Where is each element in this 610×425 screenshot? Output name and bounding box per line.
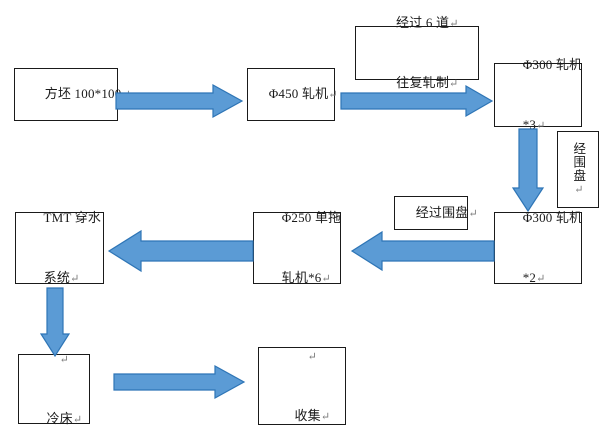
six-pass-note-line-2: 往复轧制 xyxy=(396,75,450,91)
pilcrow-icon: ↵ xyxy=(307,350,318,363)
arrow-mill300x3-to-mill300x2 xyxy=(511,128,545,213)
mill-450-box[interactable]: Φ450 轧机↵ xyxy=(247,68,338,121)
loop-coiler-vertical-text: 经围盘 xyxy=(571,142,586,183)
mill-250-line-2: 轧机*6 xyxy=(281,270,322,286)
mill-300-x2-line-1: Φ300 轧机 xyxy=(522,209,583,225)
pilcrow-icon: ↵ xyxy=(59,353,70,366)
six-pass-note-box[interactable]: 经过 6 道↵ 往复轧制↵ xyxy=(355,15,479,90)
tmt-water-cooling-box[interactable]: TMT 穿水 系统↵ xyxy=(15,209,104,286)
pilcrow-icon: ↵ xyxy=(70,273,80,286)
loop-coiler-vertical-note-box[interactable]: 经围盘↵ xyxy=(557,131,599,208)
through-loop-coiler-text: 经过围盘 xyxy=(415,204,469,220)
pilcrow-icon: ↵ xyxy=(536,273,546,286)
pilcrow-icon: ↵ xyxy=(468,207,478,220)
mill-300-x2-line-2: *2 xyxy=(522,270,537,286)
mill-300-x3-line-1: Φ300 轧机 xyxy=(522,56,583,72)
tmt-line-1: TMT 穿水 xyxy=(43,209,102,225)
pilcrow-icon: ↵ xyxy=(72,414,83,425)
tmt-line-2: 系统 xyxy=(43,270,71,286)
collection-text: 收集 xyxy=(294,408,321,424)
pilcrow-icon: ↵ xyxy=(449,78,459,91)
pilcrow-icon: ↵ xyxy=(320,411,331,424)
pilcrow-icon: ↵ xyxy=(536,120,546,133)
arrow-mill450-to-mill300x3 xyxy=(340,84,494,118)
cooling-bed-text: 冷床 xyxy=(46,411,73,425)
pilcrow-icon: ↵ xyxy=(449,17,459,30)
six-pass-note-line-1: 经过 6 道 xyxy=(396,14,450,30)
mill-250-single-drive-box[interactable]: Φ250 单拖 轧机*6↵ xyxy=(253,209,342,286)
arrow-tmt-to-cooling-bed xyxy=(39,287,71,358)
mill-300-x3-box[interactable]: Φ300 轧机 *3↵ xyxy=(494,57,582,132)
arrow-mill300x2-to-mill250 xyxy=(350,230,495,272)
billet-box-line-1: 方坯 100*100 xyxy=(44,86,122,102)
cooling-bed-box[interactable]: ↵ 冷床↵ xyxy=(18,353,90,425)
pilcrow-icon: ↵ xyxy=(328,89,338,102)
mill-450-box-line-1: Φ450 轧机 xyxy=(268,86,329,102)
collection-box[interactable]: ↵ 收集↵ xyxy=(258,347,346,425)
pilcrow-icon: ↵ xyxy=(572,182,585,197)
arrow-mill250-to-tmt xyxy=(107,229,254,273)
arrow-billet-to-mill450 xyxy=(115,83,244,119)
mill-300-x3-line-2: *3 xyxy=(522,117,537,133)
mill-250-line-1: Φ250 单拖 xyxy=(281,209,342,225)
mill-300-x2-box[interactable]: Φ300 轧机 *2↵ xyxy=(494,209,583,286)
through-loop-coiler-note-box[interactable]: 经过围盘↵ xyxy=(394,196,478,230)
arrow-cooling-bed-to-collection xyxy=(113,364,246,400)
billet-box[interactable]: 方坯 100*100↵ xyxy=(14,68,131,121)
pilcrow-icon: ↵ xyxy=(321,273,331,286)
